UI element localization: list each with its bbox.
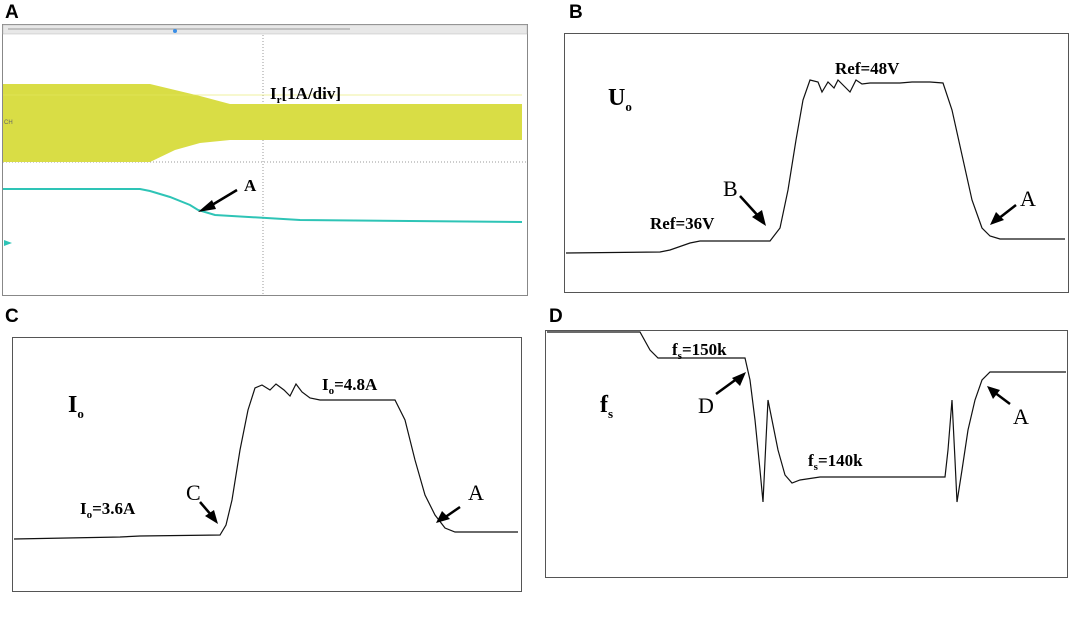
io-high-label: Io=4.8A — [322, 375, 378, 397]
marker-d-a-arrowhead — [987, 386, 1000, 399]
ir-envelope-band — [3, 84, 522, 162]
io-trace — [13, 382, 518, 540]
marker-d-a-label: A — [1013, 404, 1029, 429]
marker-d-arrow-shaft — [715, 376, 739, 396]
uo-quantity-label: Uo — [608, 85, 632, 114]
scope-ch-label: CH — [4, 120, 13, 126]
panel-c-frame — [12, 337, 522, 592]
panel-letter-b: B — [569, 2, 583, 23]
panel-letter-d: D — [549, 306, 563, 327]
fs-quantity-label: fs — [600, 392, 613, 421]
marker-b-a-label: A — [1020, 186, 1036, 211]
marker-b-a-arrowhead — [990, 212, 1004, 225]
marker-a-arrowhead — [198, 200, 216, 212]
uo-trace — [565, 78, 1065, 254]
scope-channel-marker — [4, 240, 12, 246]
marker-c-a-label: A — [468, 480, 484, 505]
marker-a-label: A — [244, 176, 257, 195]
io-low-label: Io=3.6A — [80, 499, 136, 521]
fs-trace — [547, 331, 1066, 503]
marker-c-arrowhead — [205, 510, 218, 524]
fs-low-label: fs=140k — [808, 451, 863, 473]
panel-letter-a: A — [5, 2, 19, 23]
panel-d-frame — [545, 330, 1068, 578]
marker-c-label: C — [186, 480, 201, 505]
marker-d-arrowhead — [732, 372, 746, 386]
lower-trace — [3, 188, 523, 223]
marker-b-label: B — [723, 176, 738, 201]
ir-label: Ir[1A/div] — [270, 84, 341, 106]
marker-c-a-arrowhead — [436, 511, 450, 523]
fs-high-label: fs=150k — [672, 340, 727, 362]
marker-b-arrowhead — [752, 210, 766, 226]
marker-b-a-arrow-shaft — [997, 204, 1017, 220]
scope-trigger-marker — [173, 29, 177, 33]
panel-letter-c: C — [5, 306, 19, 327]
io-quantity-label: Io — [68, 392, 84, 421]
ref-low-label: Ref=36V — [650, 214, 715, 233]
ref-high-label: Ref=48V — [835, 59, 900, 78]
panel-b-frame — [564, 33, 1069, 293]
marker-d-label: D — [698, 393, 714, 418]
